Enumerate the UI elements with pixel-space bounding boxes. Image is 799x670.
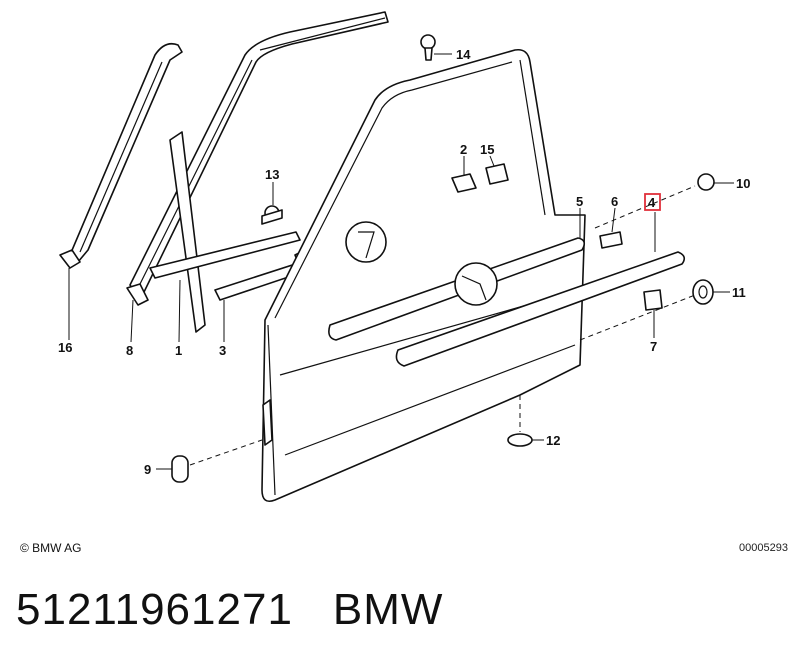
part-1-glass-run: [149, 131, 301, 333]
label-5: 5: [576, 194, 583, 209]
part-16-window-channel: [59, 42, 183, 269]
label-15: 15: [480, 142, 494, 157]
part-9-cap: [171, 455, 189, 483]
callout-circle-upper: [345, 221, 387, 263]
brand-name: BMW: [332, 585, 444, 634]
callout-circle-lower: [454, 262, 498, 306]
label-6: 6: [611, 194, 618, 209]
part-8-window-guide: [126, 11, 389, 306]
label-3: 3: [219, 343, 226, 358]
document-number: 00005293: [739, 542, 788, 554]
part-number: 51211961271: [16, 585, 293, 634]
label-7: 7: [650, 339, 657, 354]
label-2: 2: [460, 142, 467, 157]
highlight-box: [644, 193, 661, 211]
part-4-lower-moulding: [395, 251, 686, 367]
door-shell: [261, 48, 586, 503]
copyright-text: © BMW AG: [20, 541, 82, 555]
part-13-screw: [261, 205, 283, 225]
part-10-nut: [697, 173, 715, 191]
label-4: 4: [648, 195, 656, 210]
part-6-clip: [599, 231, 623, 249]
label-14: 14: [456, 47, 471, 62]
part-caption: 51211961271 BMW: [16, 585, 443, 635]
part-15-clip: [485, 163, 509, 185]
label-8: 8: [126, 343, 133, 358]
part-12-plug: [507, 433, 533, 447]
label-9: 9: [144, 462, 151, 477]
parts-diagram: 1 2 3 4 5 6 7 8 9 10 11 12 13 14 15 16: [58, 11, 750, 503]
part-11-grommet: [692, 279, 714, 305]
part-7-clip: [643, 289, 663, 311]
label-12: 12: [546, 433, 560, 448]
label-1: 1: [175, 343, 182, 358]
part-14-pin: [420, 34, 436, 61]
label-10: 10: [736, 176, 750, 191]
label-13: 13: [265, 167, 279, 182]
label-16: 16: [58, 340, 72, 355]
label-11: 11: [732, 285, 746, 300]
